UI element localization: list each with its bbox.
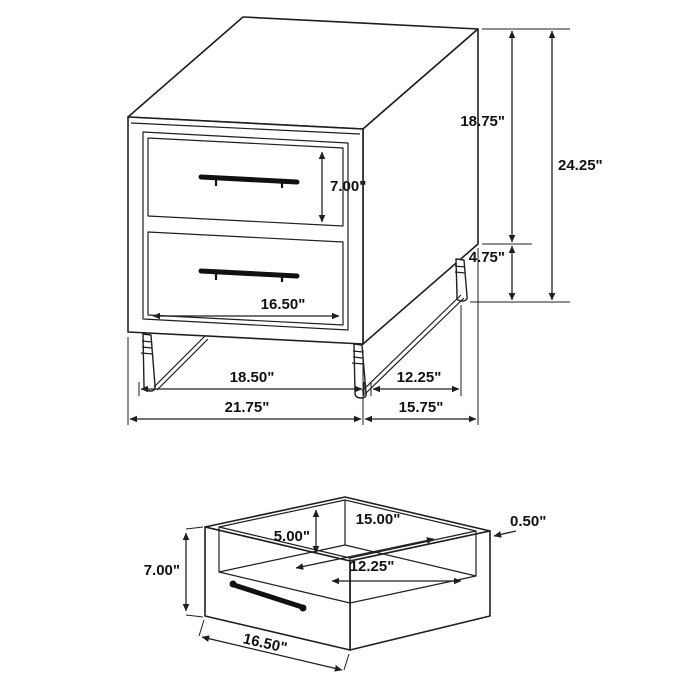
right-leg-runner [361, 294, 465, 395]
dim-label-overall-depth: 15.75" [399, 399, 444, 416]
drawer-interior-corner-lines [218, 500, 477, 603]
dim-label-side-thickness: 0.50" [510, 513, 546, 530]
drawer-isometric-view: 7.00" 15.00" 5.00" 12.25" 0.50" 16.50" [144, 496, 546, 672]
back-right-leg-detail [454, 265, 466, 274]
front-right-leg-detail [351, 350, 365, 365]
nightstand-isometric-view: 7.00" 16.50" 18.50" 12.25" 21.75" 15.75" [127, 16, 603, 425]
dim-line-drawer-front-width [201, 635, 343, 672]
dim-line-side-thickness [493, 530, 517, 538]
dim-line-interior-depth [295, 537, 435, 570]
left-leg-runner [153, 335, 209, 391]
top-drawer-handle-stems [214, 179, 284, 188]
front-left-leg [142, 333, 156, 392]
dim-label-interior-depth: 15.00" [356, 511, 401, 528]
dim-label-overall-height: 24.25" [558, 157, 603, 174]
top-drawer-front [147, 137, 344, 227]
dim-label-side-leg-span: 12.25" [397, 369, 442, 386]
nightstand-dimensions: 7.00" 16.50" 18.50" 12.25" 21.75" 15.75" [127, 28, 603, 425]
nightstand-front-frame [142, 131, 349, 331]
nightstand-front-face [127, 116, 364, 345]
drawer-handle-bar [231, 582, 305, 610]
dim-label-drawer-width: 16.50" [261, 296, 306, 313]
ext-lines-drawer-front-height [185, 526, 204, 618]
dim-label-overall-width: 21.75" [225, 399, 270, 416]
ext-lines-overall-width [127, 337, 364, 425]
dim-label-case-height: 18.75" [460, 113, 505, 130]
dim-label-leg-height: 4.75" [469, 249, 505, 266]
bottom-drawer-handle-stems [214, 273, 284, 282]
front-left-leg-detail [140, 340, 154, 355]
dim-label-drawer-front-height: 7.00" [144, 562, 180, 579]
ext-lines-drawer-front-width [198, 619, 350, 671]
dim-label-interior-width: 12.25" [350, 558, 395, 575]
dim-label-drawer-face-height: 7.00" [330, 178, 366, 195]
dim-label-front-leg-span: 18.50" [230, 369, 275, 386]
bottom-drawer-front [147, 231, 344, 326]
drawer-handle-knob-left [229, 580, 237, 588]
bottom-drawer-handle [198, 268, 300, 279]
nightstand-top-edge-line [130, 122, 361, 135]
back-right-leg [455, 258, 468, 302]
ext-lines-side-leg-span [370, 305, 462, 396]
dim-label-interior-height: 5.00" [274, 528, 310, 545]
ext-lines-front-leg-span [138, 382, 365, 396]
drawer-handle-knob-right [299, 604, 307, 612]
